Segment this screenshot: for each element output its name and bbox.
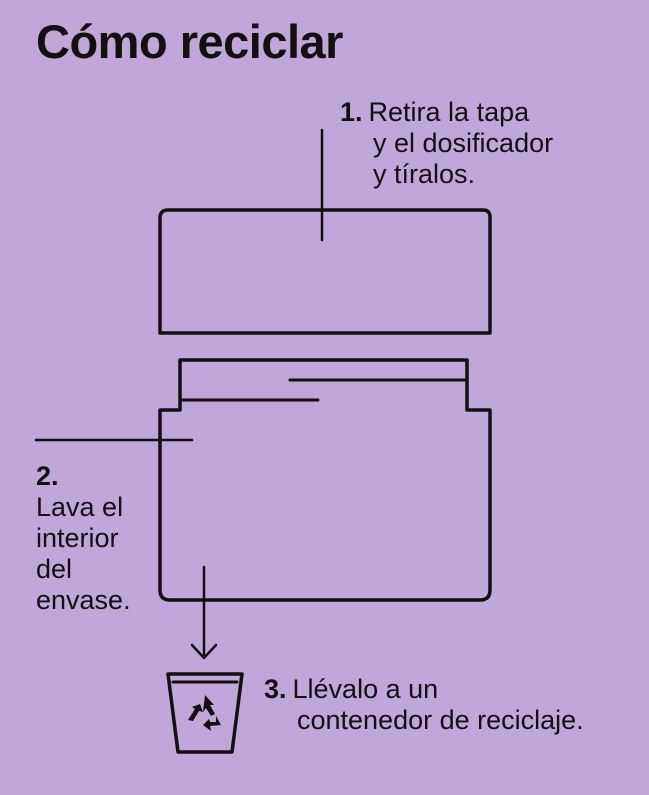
step-2-number: 2. bbox=[36, 461, 59, 491]
step-3: 3.Llévalo a un contenedor de reciclaje. bbox=[264, 674, 584, 736]
step-3-line-1: Llévalo a un bbox=[292, 674, 439, 704]
step-1-number: 1. bbox=[340, 97, 363, 127]
step-3-number: 3. bbox=[264, 674, 287, 704]
step-1-line-3: y tíralos. bbox=[373, 159, 476, 189]
step-2-line-2: interior bbox=[36, 523, 119, 553]
lid-outline bbox=[158, 208, 492, 335]
step-1-line-1: Retira la tapa bbox=[368, 97, 530, 127]
step-2-line-1: Lava el bbox=[36, 492, 124, 522]
step-2-line-3: del bbox=[36, 554, 73, 584]
page-title: Cómo reciclar bbox=[36, 15, 343, 68]
step-1-line-2: y el dosificador bbox=[373, 128, 554, 158]
step-1: 1.Retira la tapa y el dosificador y tíra… bbox=[340, 97, 553, 190]
bin-icon bbox=[166, 672, 244, 754]
recycle-icon bbox=[188, 695, 221, 731]
step-3-line-2: contenedor de reciclaje. bbox=[297, 705, 584, 735]
step-2: 2. Lava el interior del envase. bbox=[36, 461, 131, 616]
container-body bbox=[158, 403, 492, 602]
step-2-line-4: envase. bbox=[36, 585, 131, 615]
container-neck bbox=[178, 358, 469, 407]
arrow-head bbox=[190, 643, 218, 660]
